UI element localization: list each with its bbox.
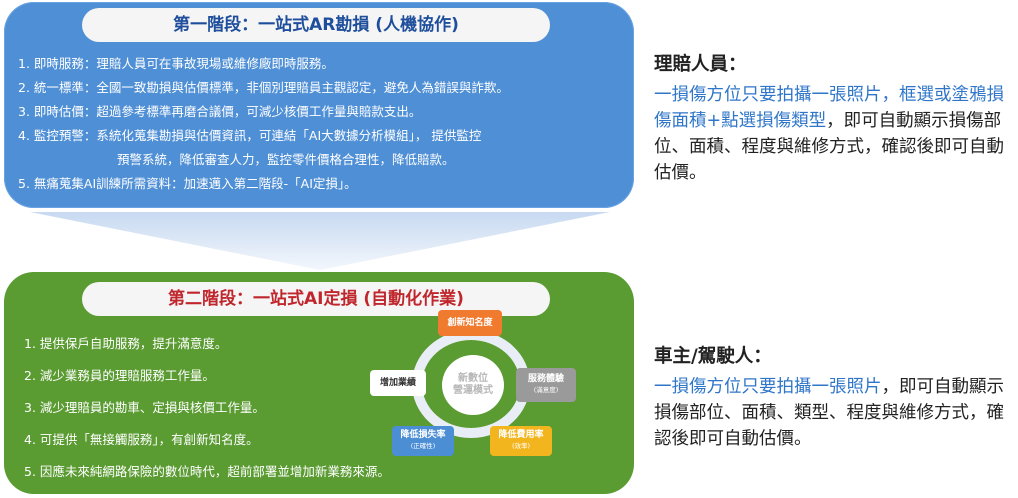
cycle-node-label: 降低費用率 <box>498 430 544 440</box>
stage2-item: 4. 可提供「無接觸服務」，有創新知名度。 <box>24 432 259 447</box>
cycle-node-loss: 降低損失率 (正確性) <box>392 426 454 456</box>
cycle-node-sub: (效率) <box>511 442 531 450</box>
stage1-panel: 第一階段：一站式AR勘損 (人機協作) 1. 即時服務：理賠人員可在事故現場或維… <box>4 2 634 208</box>
driver-body: 一損傷方位只要拍攝一張照片，即可自動顯示損傷部位、面積、類型、程度與維修方式，確… <box>654 374 1014 452</box>
cycle-center: 新數位 營運模式 <box>442 355 504 415</box>
funnel-arrow <box>30 212 610 270</box>
cycle-node-sub: (正確性) <box>410 442 436 450</box>
cycle-center-line2: 營運模式 <box>453 385 493 396</box>
stage2-list: 1. 提供保戶自助服務，提升滿意度。 2. 減少業務員的理賠服務工作量。 3. … <box>24 328 390 488</box>
driver-highlight: 一損傷方位只要拍攝一張照片 <box>654 377 882 397</box>
cycle-node-sales: 增加業績 <box>370 370 426 396</box>
stage2-item: 5. 因應未來純網路保險的數位時代，超前部署並增加新業務來源。 <box>24 464 390 479</box>
stage1-item: 5. 無痛蒐集AI訓練所需資料：加速邁入第二階段-「AI定損」。 <box>18 176 357 191</box>
claims-staff-highlight: 一損傷方位只要拍攝一張照片，框選或塗鴉損傷面積+點選損傷類型 <box>654 85 1004 131</box>
business-model-cycle: 新數位 營運模式 創新知名度 服務體驗 (滿意度) 降低費用率 (效率) 降低損… <box>370 308 580 458</box>
cycle-node-label: 服務體驗 <box>527 374 564 384</box>
stage1-item: 4. 監控預警：系統化蒐集勘損與估價資訊，可連結「AI大數據分析模組」， 提供監… <box>18 128 482 143</box>
driver-note: 車主/駕駛人： 一損傷方位只要拍攝一張照片，即可自動顯示損傷部位、面積、類型、程… <box>654 344 1014 452</box>
cycle-center-line1: 新數位 <box>458 373 488 384</box>
cycle-node-label: 創新知名度 <box>447 317 493 328</box>
cycle-node-label: 增加業績 <box>379 377 416 388</box>
claims-staff-heading: 理賠人員： <box>654 54 747 75</box>
stage1-list: 1. 即時服務：理賠人員可在事故現場或維修廠即時服務。 2. 統一標準：全國一致… <box>18 52 628 196</box>
stage1-item: 3. 即時估價：超過參考標準再磨合議價，可減少核價工作量與賠款支出。 <box>18 104 422 119</box>
driver-text: ，即可自動顯示損傷部位、面積、類型、程度與維修方式，確認後即可自動估價。 <box>654 377 1004 449</box>
stage1-item-continuation: 預警系統，降低審查人力，監控零件價格合理性，降低賠款。 <box>117 152 455 167</box>
stage1-item: 2. 統一標準：全國一致勘損與估價標準，非個別理賠員主觀認定，避免人為錯誤與詐欺… <box>18 80 509 95</box>
claims-staff-body: 一損傷方位只要拍攝一張照片，框選或塗鴉損傷面積+點選損傷類型，即可自動顯示損傷部… <box>654 82 1014 186</box>
driver-heading: 車主/駕駛人： <box>654 346 772 367</box>
stage2-item: 1. 提供保戶自助服務，提升滿意度。 <box>24 336 228 351</box>
cycle-node-expense: 降低費用率 (效率) <box>490 426 552 456</box>
cycle-node-sub: (滿意度) <box>533 386 559 394</box>
stage1-title: 第一階段：一站式AR勘損 (人機協作) <box>82 8 550 42</box>
stage2-item: 2. 減少業務員的理賠服務工作量。 <box>24 368 215 383</box>
claims-staff-text: ，即可自動顯示損傷部位、面積、程度與維修方式，確認後即可自動估價。 <box>654 111 1004 183</box>
claims-staff-note: 理賠人員： 一損傷方位只要拍攝一張照片，框選或塗鴉損傷面積+點選損傷類型，即可自… <box>654 52 1014 186</box>
stage2-item: 3. 減少理賠員的勘車、定損與核價工作量。 <box>24 400 265 415</box>
cycle-node-service: 服務體驗 (滿意度) <box>516 368 576 402</box>
stage1-item: 1. 即時服務：理賠人員可在事故現場或維修廠即時服務。 <box>18 56 334 71</box>
cycle-node-innovation: 創新知名度 <box>438 310 502 336</box>
cycle-node-label: 降低損失率 <box>400 430 446 440</box>
